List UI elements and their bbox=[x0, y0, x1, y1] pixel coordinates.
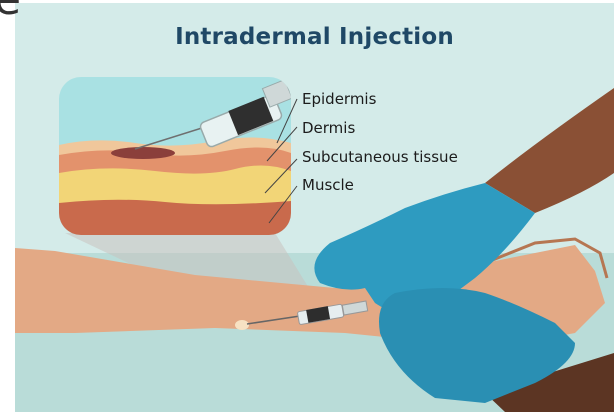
illustration bbox=[15, 3, 614, 412]
label-muscle: Muscle bbox=[302, 176, 354, 194]
label-dermis: Dermis bbox=[302, 119, 355, 137]
injected-fluid bbox=[111, 147, 175, 159]
diagram-title: Intradermal Injection bbox=[15, 24, 614, 50]
label-subcutaneous-tissue: Subcutaneous tissue bbox=[302, 148, 458, 166]
cropped-partial-text: e bbox=[0, 0, 21, 22]
diagram-figure: Intradermal Injection Epidermis Dermis S… bbox=[15, 3, 614, 412]
label-epidermis: Epidermis bbox=[302, 90, 376, 108]
layer-muscle bbox=[59, 200, 291, 235]
skin-cross-section bbox=[59, 77, 292, 235]
injection-bleb bbox=[235, 320, 249, 330]
